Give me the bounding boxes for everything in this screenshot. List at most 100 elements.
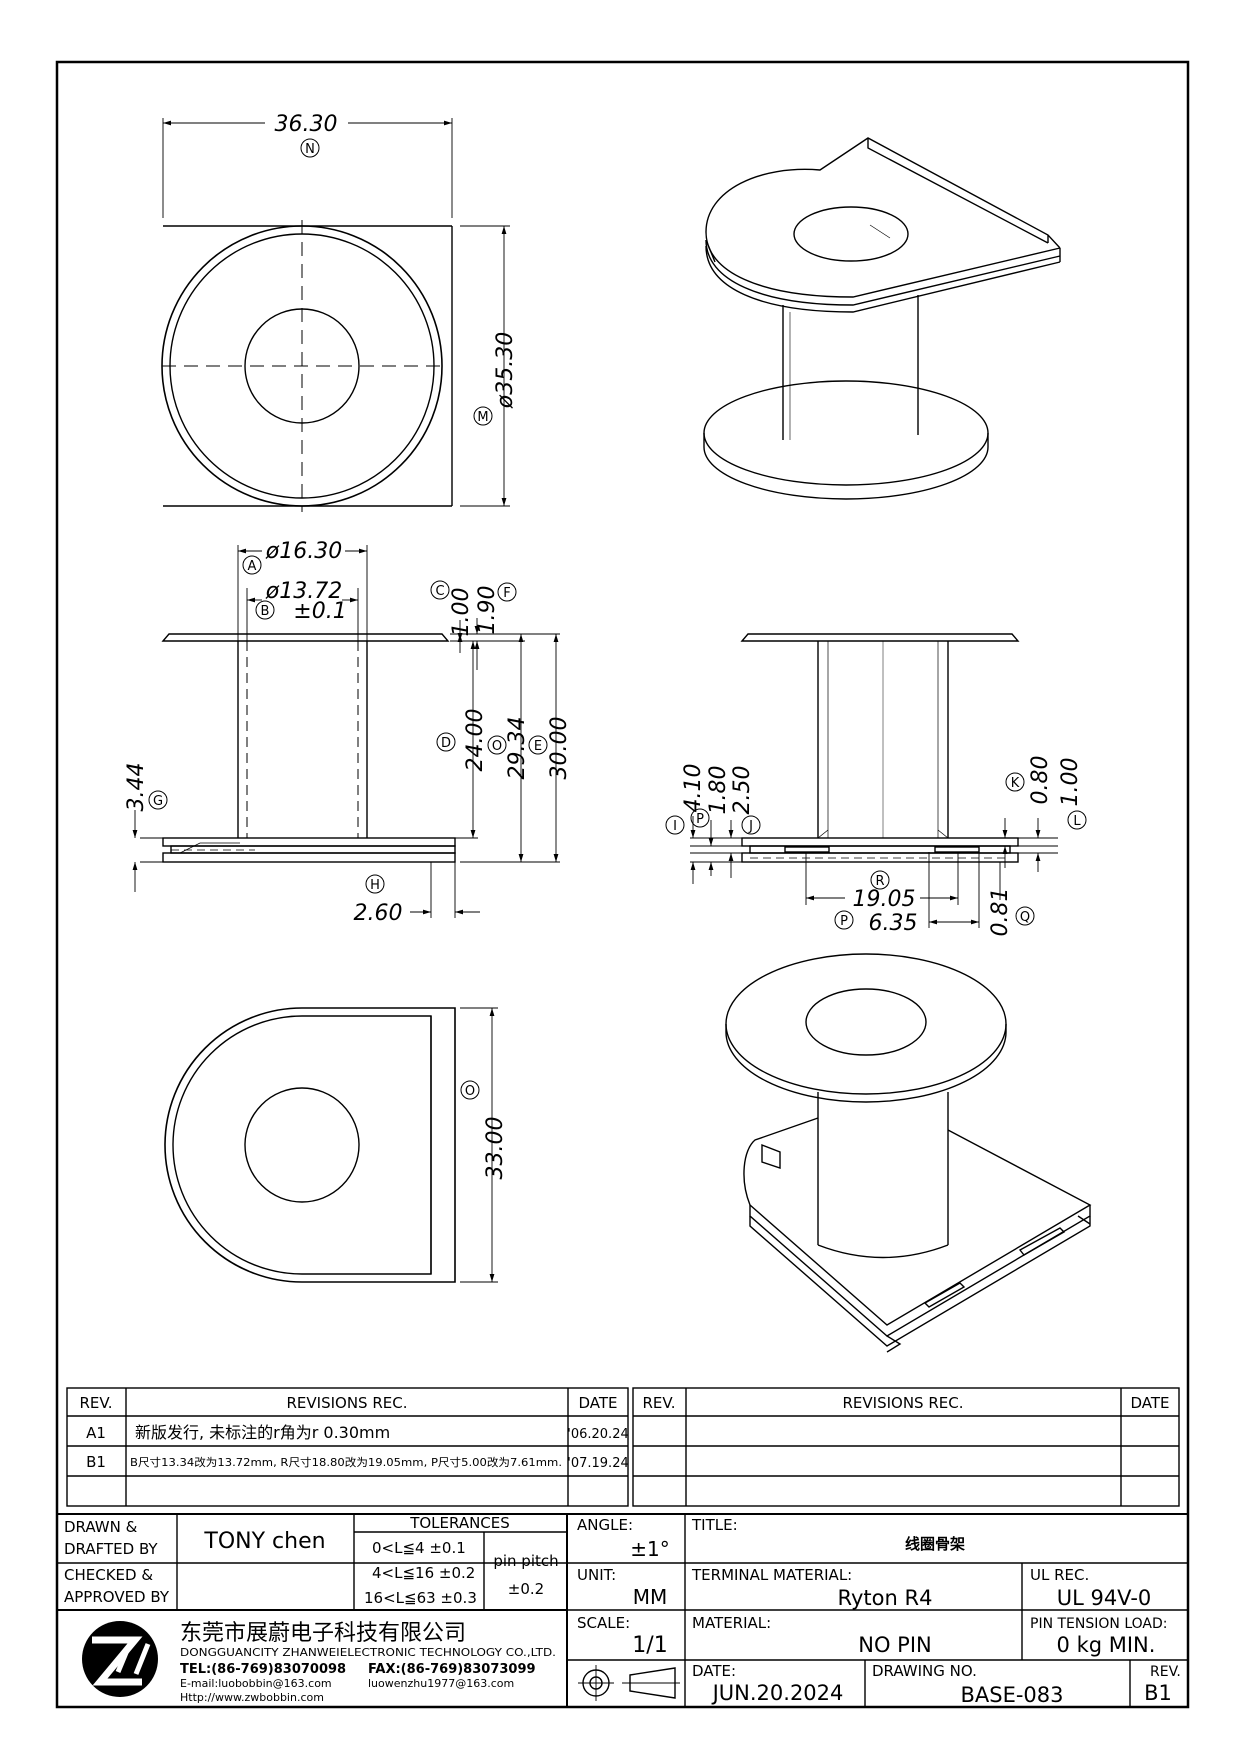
dim-f: 1.90 [475,586,500,635]
balloon-k: K [1011,776,1020,791]
dim-n: 36.30 [275,112,338,137]
balloon-b: B [261,604,270,619]
balloon-l: L [1073,814,1081,829]
dim-o: 29.34 [505,717,530,780]
dim-p2: 6.35 [869,911,918,936]
tolerance-3: 16<L≦63 ±0.3 [364,1589,477,1607]
title-value: 线圈骨架 [905,1535,965,1553]
side-view [690,633,1058,928]
date-header-right: DATE [1130,1394,1169,1412]
unit-value: MM [633,1585,668,1609]
balloon-r: R [875,874,884,889]
iso-view-bottom [725,953,1092,1353]
material-label: MATERIAL: [692,1614,771,1632]
drawn-label-1: DRAWN & [64,1518,138,1536]
sheet-border [55,60,1190,1709]
company-tel: TEL:(86-769)83070098 [180,1662,346,1677]
dim-r: 19.05 [853,887,916,912]
rev-header-right: REV. [643,1394,676,1412]
dim-p1: 1.80 [706,766,731,815]
rev-value: B1 [1144,1681,1172,1705]
scale-label: SCALE: [577,1614,630,1632]
balloon-h: H [370,878,380,893]
angle-label: ANGLE: [577,1516,633,1534]
rev-row-1-date: '06.20.24 [567,1427,628,1442]
company-website: Http://www.zwbobbin.com [180,1691,324,1704]
balloon-p2: P [840,914,848,929]
dim-k: 0.80 [1028,756,1053,805]
terminal-material-value: Ryton R4 [838,1586,933,1610]
company-email-1: E-mail:luobobbin@163.com [180,1677,332,1690]
dim-b: ø13.72 [265,579,342,604]
dim-c: 1.00 [449,588,474,637]
pin-pitch-label: pin pitch [493,1552,558,1570]
drawn-label-2: DRAFTED BY [64,1540,158,1558]
revisions-table [66,1387,1180,1507]
balloon-n: N [305,142,315,157]
checked-label-2: APPROVED BY [64,1588,170,1606]
rev-label: REV. [1150,1664,1181,1680]
dim-l: 1.00 [1058,758,1083,807]
ul-rec-label: UL REC. [1030,1566,1089,1584]
company-fax: FAX:(86-769)83073099 [368,1662,536,1677]
balloon-q: Q [1020,910,1030,925]
title-block-grid [57,1513,1188,1707]
dim-q: 0.81 [988,888,1013,937]
balloon-e: E [534,739,542,754]
rec-header-right: REVISIONS REC. [843,1394,964,1412]
company-name-cn: 东莞市展蔚电子科技有限公司 [180,1621,466,1646]
pin-pitch-value: ±0.2 [508,1580,544,1598]
balloon-g: G [153,794,163,809]
balloon-o2: O [465,1084,475,1099]
balloon-d: D [441,736,451,751]
dim-g: 3.44 [124,763,149,812]
company-name-en: DONGGUANCITY ZHANWEIELECTRONIC TECHNOLOG… [180,1647,556,1659]
angle-value: ±1° [630,1537,669,1561]
rev-row-1-rev: A1 [86,1424,106,1442]
front-view [132,545,560,918]
rev-header-left: REV. [80,1394,113,1412]
date-header-left: DATE [578,1394,617,1412]
company-email-2: luowenzhu1977@163.com [368,1677,514,1690]
rec-header-left: REVISIONS REC. [287,1394,408,1412]
balloon-f: F [503,586,510,601]
checked-label-1: CHECKED & [64,1566,153,1584]
balloon-o: O [492,739,502,754]
scale-value: 1/1 [632,1633,667,1658]
ul-rec-value: UL 94V-0 [1057,1586,1152,1610]
dim-a: ø16.30 [265,539,342,564]
dim-e: 30.00 [547,717,572,780]
balloon-p: P [696,812,704,827]
balloon-j: J [748,819,753,834]
balloon-c: C [435,584,444,599]
dim-d: 24.00 [463,709,488,772]
tolerance-2: 4<L≦16 ±0.2 [372,1564,475,1582]
drawing-no-label: DRAWING NO. [872,1662,977,1680]
dim-b-tol: ±0.1 [293,599,346,624]
pin-tension-value: 0 kg MIN. [1057,1633,1156,1657]
drawing-no-value: BASE-083 [960,1683,1063,1707]
drawn-by: TONY chen [203,1529,325,1554]
material-value: NO PIN [858,1633,931,1657]
pin-tension-label: PIN TENSION LOAD: [1030,1616,1167,1632]
dim-o-bottom: 33.00 [483,1117,508,1180]
rev-row-2-rec: B尺寸13.34改为13.72mm, R尺寸18.80改为19.05mm, P尺… [130,1455,562,1469]
tolerances-label: TOLERANCES [409,1514,510,1532]
iso-view-top [703,137,1061,500]
balloon-i: I [673,819,677,834]
title-label: TITLE: [691,1516,738,1534]
rev-row-1-rec: 新版发行, 未标注的r角为r 0.30mm [135,1423,390,1442]
dim-j: 2.50 [730,766,755,815]
unit-label: UNIT: [577,1566,616,1584]
dim-i: 4.10 [681,764,706,813]
balloon-a: A [248,559,257,574]
dim-m: ø35.30 [493,332,518,409]
date-value: JUN.20.2024 [711,1681,844,1705]
tolerance-1: 0<L≦4 ±0.1 [372,1539,466,1557]
top-view [161,118,510,512]
dim-h: 2.60 [354,901,403,926]
rev-row-2-rev: B1 [86,1453,106,1471]
balloon-m: M [477,410,488,425]
company-logo [82,1621,158,1697]
